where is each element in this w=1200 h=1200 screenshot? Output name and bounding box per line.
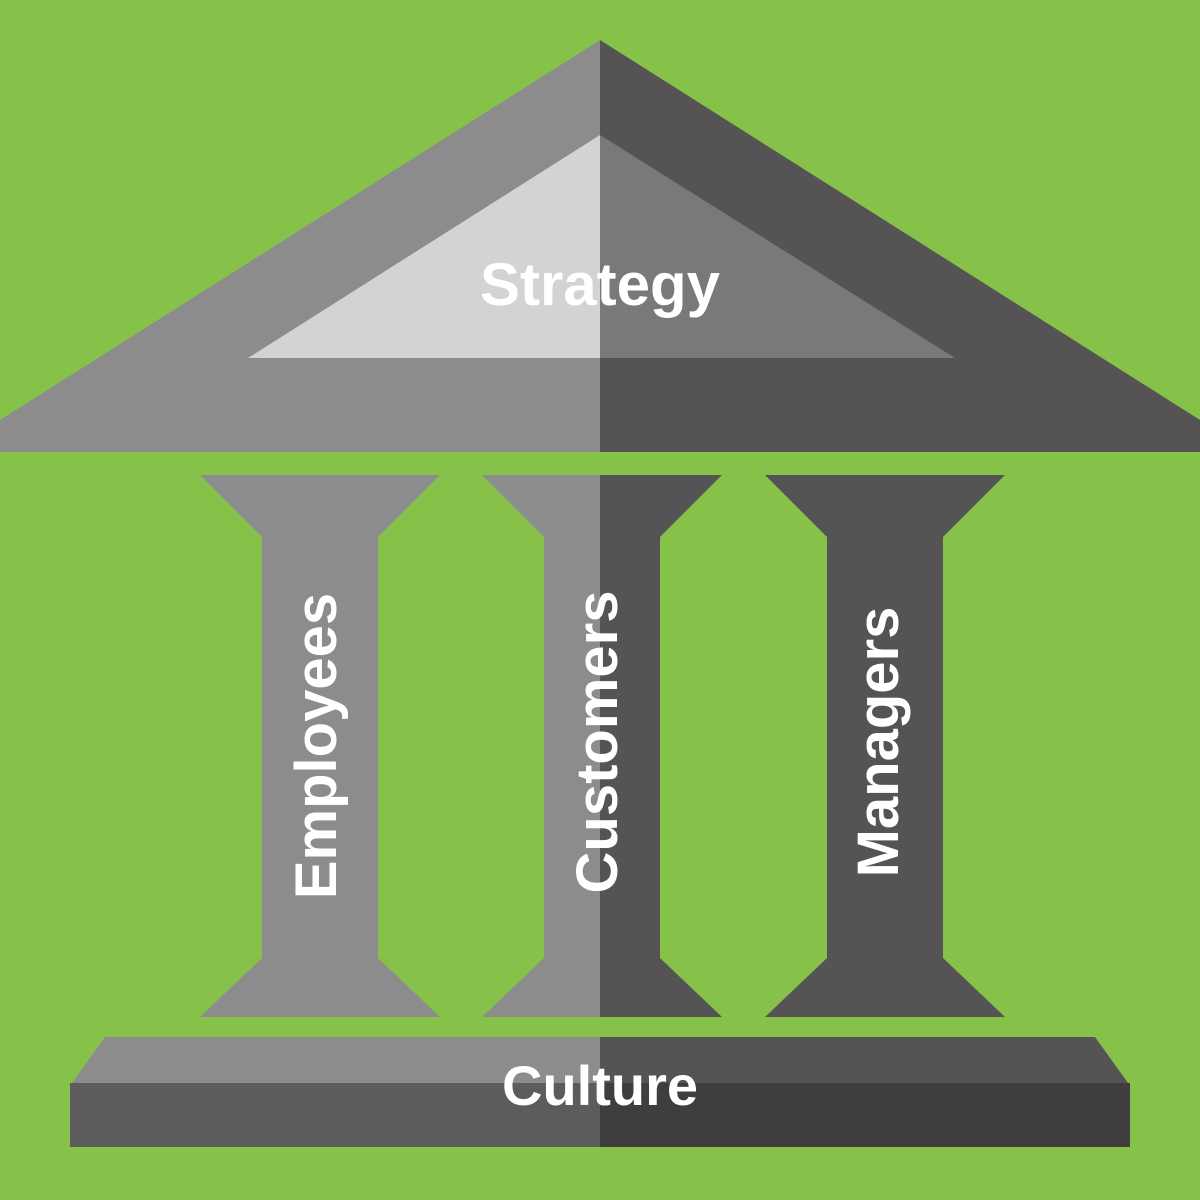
roof-label: Strategy [480, 251, 721, 318]
pillar-body [200, 475, 440, 1017]
base: Culture [70, 1037, 1130, 1147]
base-front-left [70, 1083, 600, 1147]
pillar-body [765, 475, 1005, 1017]
pillar-managers: Managers [765, 475, 1005, 1017]
pillar-employees: Employees [200, 475, 440, 1017]
base-front-right [600, 1083, 1130, 1147]
pillar-body-left [482, 475, 600, 1017]
pillar-label: Customers [565, 591, 630, 894]
pillar-body-right [600, 475, 722, 1017]
base-top-right [600, 1037, 1128, 1083]
pillar-label: Managers [846, 607, 911, 878]
pillar-label: Employees [284, 593, 349, 899]
roof-inner-left [248, 135, 600, 358]
base-label: Culture [502, 1054, 698, 1117]
roof-inner-right [600, 135, 955, 358]
roof: Strategy [0, 40, 1200, 452]
base-top-left [72, 1037, 600, 1083]
pillar-customers: Customers [482, 475, 722, 1017]
